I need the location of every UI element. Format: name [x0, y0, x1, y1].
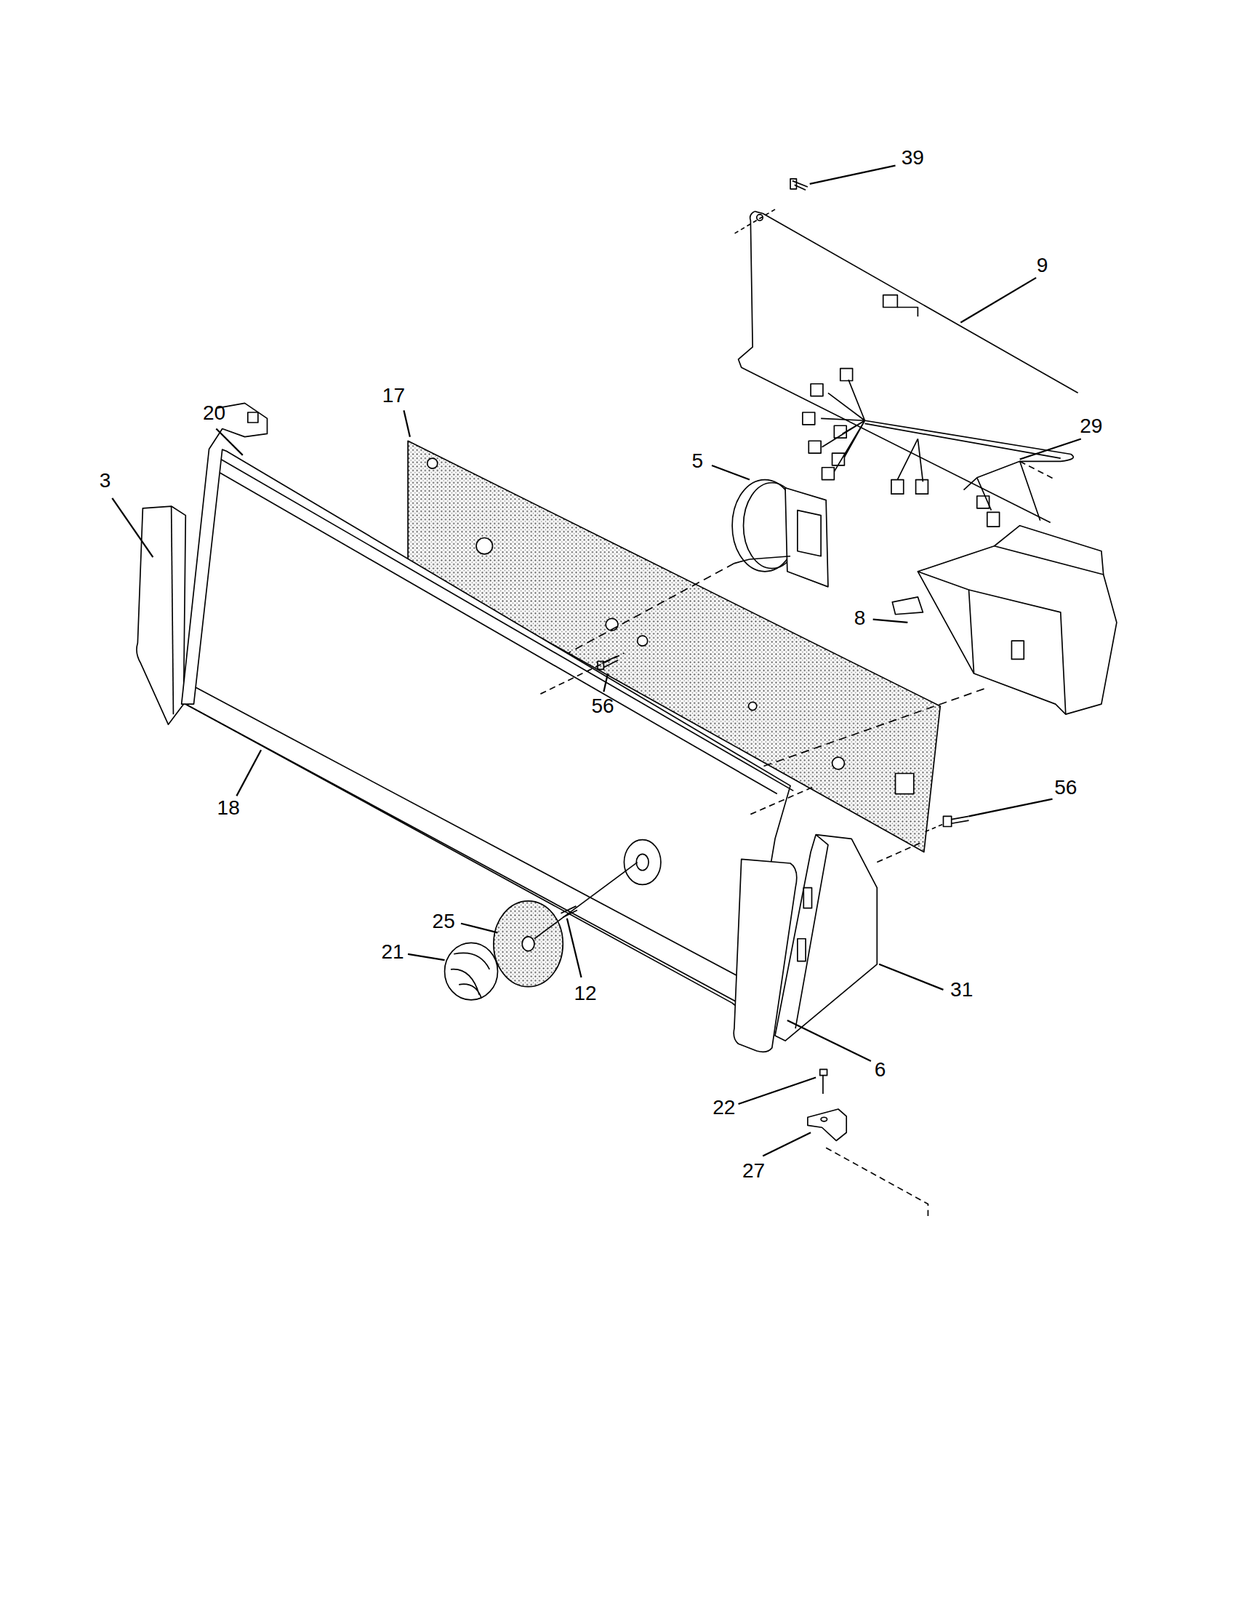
- callout-number: 3: [99, 470, 112, 491]
- clip: [807, 1108, 929, 1219]
- callout-number: 9: [1036, 255, 1049, 276]
- callout-number: 31: [950, 979, 973, 1000]
- screw: [560, 905, 577, 917]
- dial: [493, 862, 638, 987]
- callout-number: 21: [380, 941, 404, 962]
- callout-number: 8: [854, 607, 866, 629]
- callout-number: 18: [217, 797, 240, 818]
- screw: [597, 655, 618, 669]
- end-cap: [136, 506, 186, 725]
- callout-number: 27: [742, 1160, 765, 1181]
- leader-lines: [111, 165, 1082, 1157]
- callout-number: 39: [901, 147, 925, 168]
- callout-number: 56: [591, 695, 614, 717]
- knob: [444, 942, 499, 1000]
- bracket: [775, 834, 877, 1041]
- callout-number: 20: [202, 402, 226, 424]
- console: [185, 449, 816, 1007]
- callout-number: 5: [692, 450, 704, 472]
- callout-number: 6: [874, 1059, 887, 1080]
- callout-number: 56: [1054, 777, 1077, 798]
- timer-switch: [693, 525, 1117, 792]
- bracket: [181, 402, 268, 704]
- callout-number: 12: [574, 982, 597, 1004]
- callout-number: 29: [1079, 415, 1103, 437]
- callout-number: 22: [712, 1097, 736, 1118]
- screw: [732, 178, 808, 235]
- callout-number: 17: [382, 385, 405, 406]
- screw: [820, 1068, 828, 1094]
- callout-number: 25: [432, 911, 456, 932]
- back-panel: [738, 211, 1079, 523]
- timer-motor: [530, 479, 829, 674]
- wire-harness: [802, 368, 1074, 527]
- screw: [876, 815, 969, 862]
